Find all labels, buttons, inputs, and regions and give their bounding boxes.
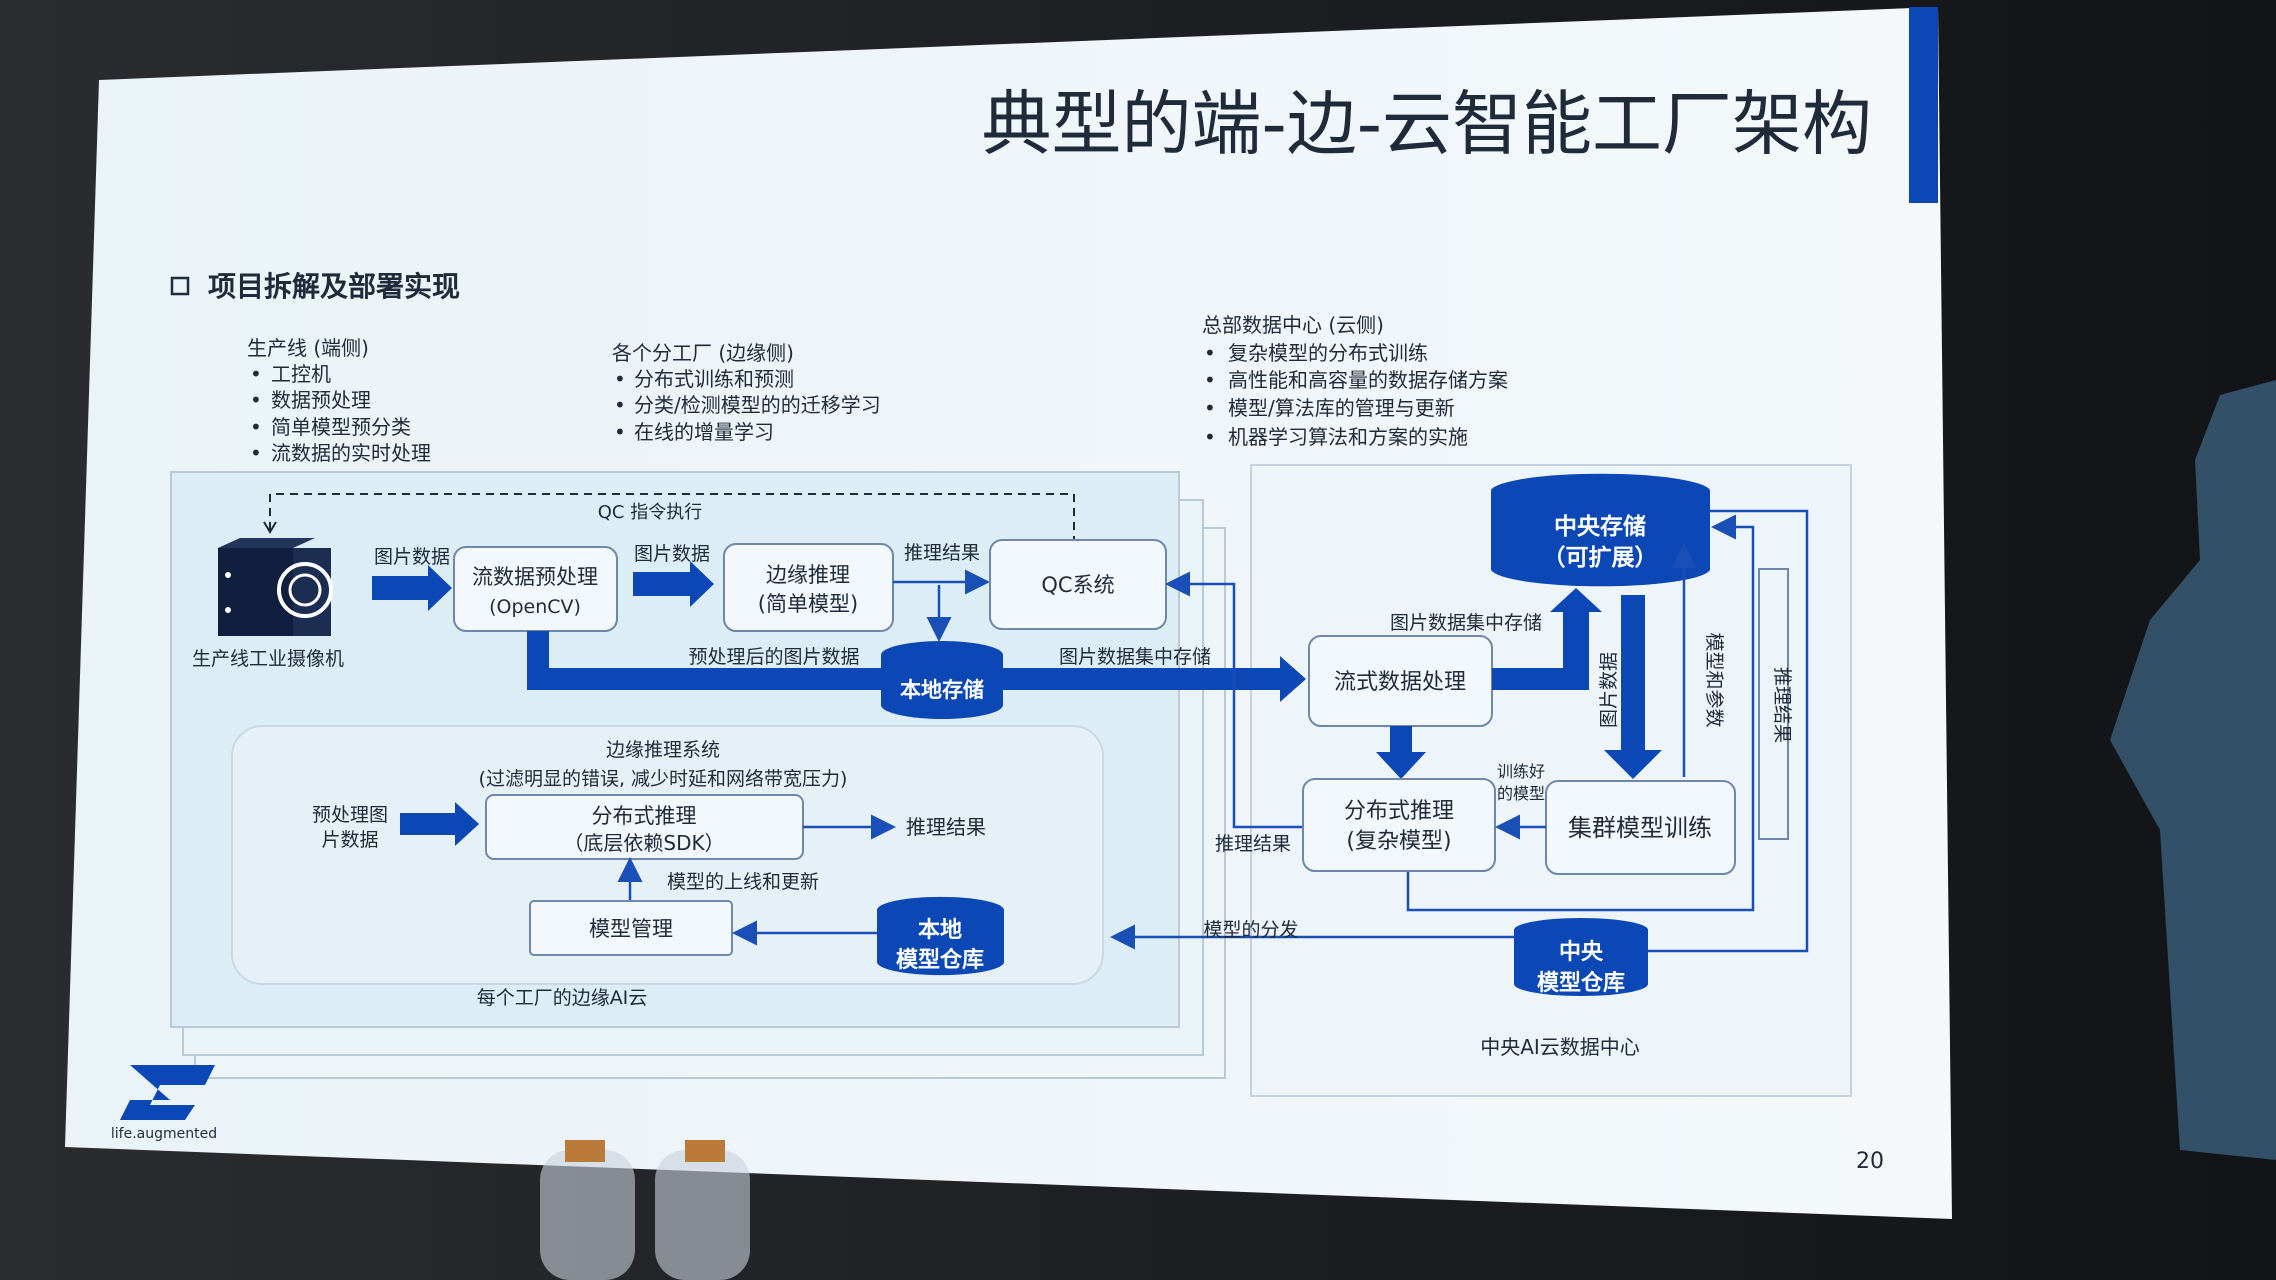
column-cloud: 总部数据中心 (云侧) •复杂模型的分布式训练 •高性能和高容量的数据存储方案 … [1202, 313, 1508, 449]
inference-result-return-line [1165, 571, 1302, 829]
section-heading: 项目拆解及部署实现 [208, 270, 460, 303]
accent-bar [1909, 7, 1938, 203]
svg-text:•: • [250, 362, 262, 386]
svg-text:•: • [1204, 396, 1216, 420]
edge-cloud-label: 每个工厂的边缘AI云 [477, 987, 648, 1009]
label-image-data-2: 图片数据 [634, 543, 710, 565]
local-storage-cylinder: 本地存储 [881, 641, 1003, 719]
box-inference-result-vertical [1758, 568, 1789, 840]
svg-text:•: • [250, 415, 262, 439]
list-item: 简单模型预分类 [271, 415, 411, 439]
st-logo: life.augmented [111, 1065, 217, 1142]
qc-command-line [269, 493, 1075, 540]
label-central-storage-2: 图片数据集中存储 [1390, 612, 1542, 634]
list-item: 分类/检测模型的的迁移学习 [634, 393, 881, 417]
arrow-image-data-2 [633, 561, 714, 607]
svg-text:推理结果: 推理结果 [906, 815, 986, 839]
edge-system-subtitle: (过滤明显的错误, 减少时延和网络带宽压力) [479, 768, 848, 790]
label-inference-result: 推理结果 [904, 542, 980, 564]
label-trained-model: 训练好 [1497, 762, 1545, 781]
svg-text:边缘推理: 边缘推理 [766, 563, 850, 587]
svg-text:预处理图: 预处理图 [312, 804, 388, 826]
label-image-data-vertical: 图片数据 [1598, 652, 1620, 728]
list-item: 机器学习算法和方案的实施 [1228, 425, 1468, 449]
svg-text:(简单模型): (简单模型) [758, 592, 858, 616]
svg-text:•: • [1204, 368, 1216, 392]
list-item: 分布式训练和预测 [634, 367, 794, 391]
camera-label: 生产线工业摄像机 [192, 648, 344, 670]
checkbox-bullet-icon [170, 276, 190, 296]
svg-text:模型管理: 模型管理 [589, 917, 673, 941]
svg-text:片数据: 片数据 [321, 829, 378, 851]
arrow-preprocessed-input [400, 802, 479, 846]
svg-text:流式数据处理: 流式数据处理 [1334, 670, 1466, 695]
list-item: 数据预处理 [271, 388, 371, 412]
list-item: 模型/算法库的管理与更新 [1228, 396, 1455, 420]
label-model-distribution: 模型的分发 [1203, 919, 1298, 941]
svg-text:（底层依赖SDK）: （底层依赖SDK） [563, 831, 724, 855]
svg-text:模型仓库: 模型仓库 [896, 947, 984, 973]
arrow-image-data [372, 565, 452, 611]
svg-text:•: • [614, 393, 626, 417]
svg-text:分布式推理: 分布式推理 [1344, 799, 1454, 824]
svg-text:•: • [614, 367, 626, 391]
svg-text:分布式推理: 分布式推理 [592, 804, 697, 828]
column-title: 各个分工厂 (边缘侧) [612, 341, 794, 365]
label-model-update: 模型的上线和更新 [667, 871, 819, 893]
svg-text:流数据预处理: 流数据预处理 [472, 565, 598, 589]
label-preprocessed-data: 预处理后的图片数据 [688, 646, 859, 668]
box-distributed-inference-complex [1302, 778, 1496, 872]
label-model-params: 模型和参数 [1703, 632, 1725, 727]
svg-text:中央: 中央 [1559, 939, 1604, 965]
list-item: 复杂模型的分布式训练 [1228, 341, 1428, 365]
column-edge: 各个分工厂 (边缘侧) • 分布式训练和预测 • 分类/检测模型的的迁移学习 • 在线… [612, 341, 881, 444]
qc-command-label: QC 指令执行 [598, 502, 702, 523]
column-title: 生产线 (端侧) [247, 336, 369, 360]
page-number: 20 [1856, 1149, 1884, 1174]
arrow-preprocessed-data [527, 631, 1306, 702]
label-image-data: 图片数据 [374, 546, 450, 568]
svg-text:推理结果: 推理结果 [1771, 667, 1793, 743]
svg-text:模型仓库: 模型仓库 [1537, 970, 1625, 996]
svg-text:（可扩展）: （可扩展） [1543, 544, 1658, 571]
water-bottles [540, 1140, 750, 1280]
label-inference-result-2: 推理结果 [1215, 833, 1291, 855]
svg-text:•: • [250, 441, 262, 465]
list-item: 高性能和高容量的数据存储方案 [1228, 368, 1508, 392]
arrow-to-distributed-inference [1376, 726, 1426, 779]
edge-system-title: 边缘推理系统 [606, 739, 720, 761]
central-model-repo-cylinder: 中央 模型仓库 [1514, 918, 1648, 996]
svg-text:•: • [1204, 425, 1216, 449]
svg-text:(OpenCV): (OpenCV) [489, 596, 581, 618]
slide-title: 典型的端-边-云智能工厂架构 [981, 83, 1872, 165]
box-stream-preprocess [453, 546, 618, 632]
svg-text:QC系统: QC系统 [1041, 573, 1114, 597]
industrial-camera-icon [218, 538, 333, 636]
arrow-to-central-storage [1492, 588, 1602, 690]
svg-text:集群模型训练: 集群模型训练 [1568, 814, 1712, 842]
list-item: 在线的增量学习 [634, 420, 774, 444]
presenter [2110, 380, 2276, 1160]
label-central-storage: 图片数据集中存储 [1059, 646, 1211, 668]
svg-text:本地: 本地 [918, 918, 962, 943]
central-storage-cylinder: 中央存储 （可扩展） [1491, 473, 1710, 587]
svg-text:•: • [1204, 341, 1216, 365]
svg-text:life.augmented: life.augmented [111, 1126, 217, 1142]
list-item: 工控机 [271, 362, 331, 386]
arrow-image-data-down [1604, 595, 1662, 779]
svg-text:•: • [250, 388, 262, 412]
box-edge-inference [723, 543, 894, 632]
local-model-repo-cylinder: 本地 模型仓库 [877, 896, 1004, 976]
central-cloud-label: 中央AI云数据中心 [1480, 1035, 1640, 1059]
svg-text:(复杂模型): (复杂模型) [1346, 829, 1451, 854]
svg-text:•: • [614, 420, 626, 444]
svg-text:中央存储: 中央存储 [1554, 513, 1646, 540]
list-item: 流数据的实时处理 [271, 441, 431, 465]
svg-text:本地存储: 本地存储 [900, 678, 984, 702]
column-title: 总部数据中心 (云侧) [1202, 313, 1384, 337]
column-endpoint: 生产线 (端侧) • 工控机 • 数据预处理 • 简单模型预分类 • 流数据的实时处理 [247, 336, 431, 465]
svg-text:的模型: 的模型 [1497, 784, 1545, 803]
